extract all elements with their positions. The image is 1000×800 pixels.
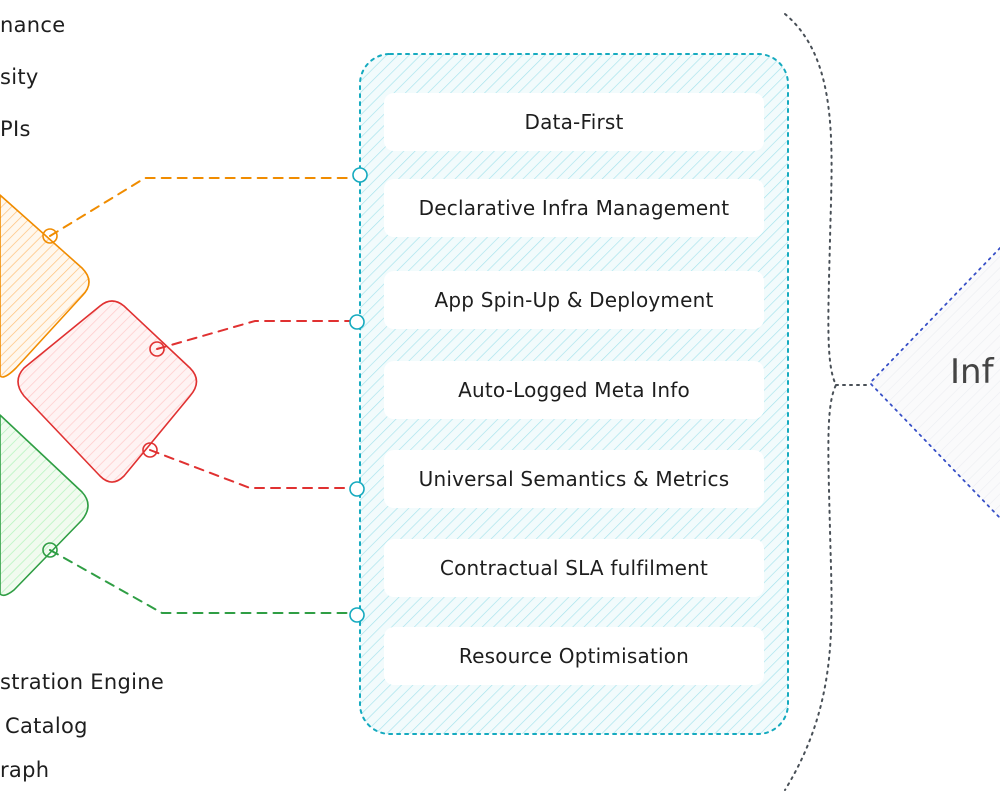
feature-label: Contractual SLA fulfilment — [439, 556, 709, 580]
container-anchor-dot-3 — [349, 481, 365, 497]
orange-anchor-dot — [42, 228, 58, 244]
left-text-bottom-2: Catalog — [5, 714, 88, 738]
red-connector-bottom — [149, 449, 358, 489]
red-connector-top — [156, 320, 358, 350]
red-anchor-dot-bottom — [142, 442, 158, 458]
feature-box-data-first: Data-First — [384, 93, 764, 151]
infra-diamond-shape — [868, 247, 1000, 519]
feature-box-contractual-sla: Contractual SLA fulfilment — [384, 539, 764, 597]
feature-label: Universal Semantics & Metrics — [418, 467, 730, 491]
left-text-top-3: PIs — [0, 117, 31, 141]
feature-box-auto-logged-meta: Auto-Logged Meta Info — [384, 361, 764, 419]
feature-label: Data-First — [524, 110, 624, 134]
container-anchor-dot-4 — [349, 607, 365, 623]
red-anchor-dot-top — [149, 341, 165, 357]
feature-box-universal-semantics: Universal Semantics & Metrics — [384, 450, 764, 508]
infra-label: Inf — [950, 352, 994, 392]
feature-box-resource-optimisation: Resource Optimisation — [384, 627, 764, 685]
green-anchor-dot — [42, 542, 58, 558]
left-text-bottom-3: raph — [0, 758, 50, 782]
orange-connector — [49, 177, 361, 237]
feature-box-declarative-infra: Declarative Infra Management — [384, 179, 764, 237]
green-connector — [49, 549, 358, 614]
feature-label: Resource Optimisation — [458, 644, 690, 668]
left-text-top-2: sity — [0, 65, 39, 89]
right-curly-brace — [784, 13, 838, 791]
green-shape — [0, 414, 89, 597]
red-diamond-shape — [17, 300, 198, 483]
container-anchor-dot-2 — [349, 314, 365, 330]
feature-label: App Spin-Up & Deployment — [434, 288, 714, 312]
left-text-bottom-1: stration Engine — [0, 670, 165, 694]
feature-box-app-spin-up: App Spin-Up & Deployment — [384, 271, 764, 329]
orange-shape — [0, 194, 90, 378]
left-text-top-1: nance — [0, 13, 66, 37]
container-anchor-dot-1 — [352, 167, 368, 183]
feature-label: Auto-Logged Meta Info — [458, 378, 690, 402]
feature-label: Declarative Infra Management — [418, 196, 730, 220]
